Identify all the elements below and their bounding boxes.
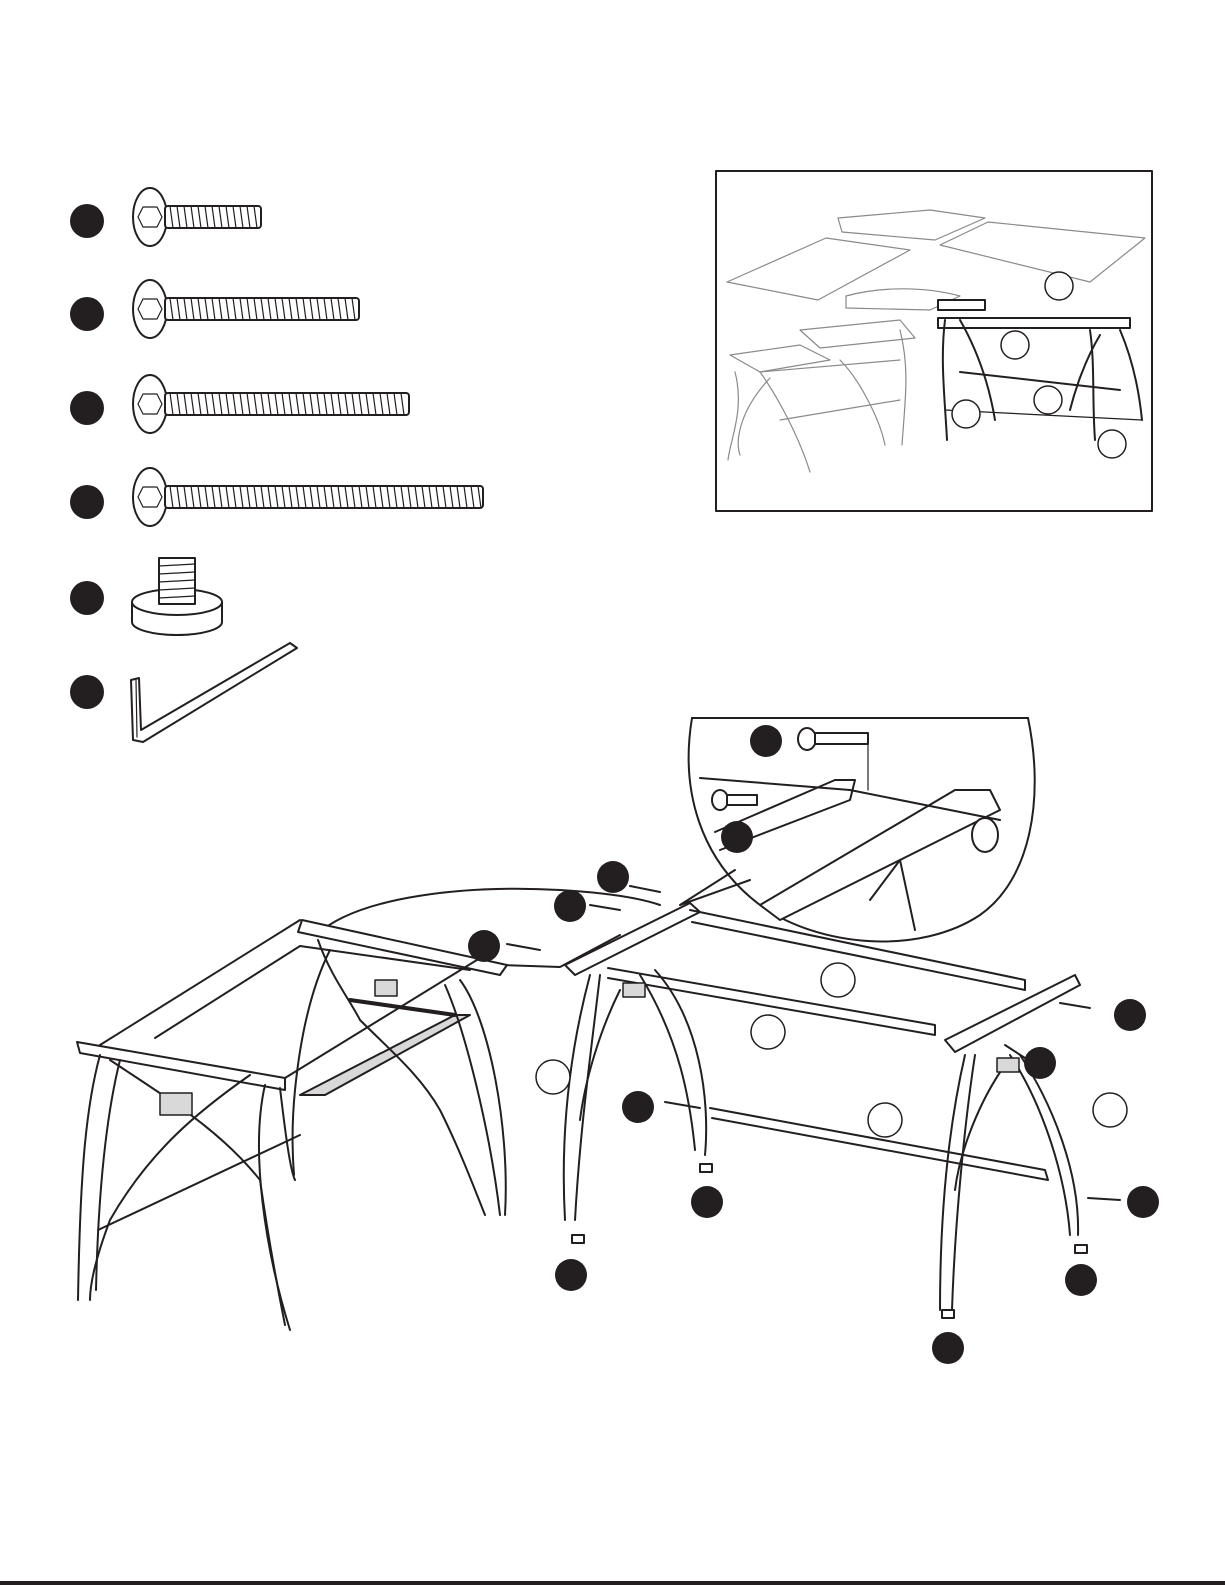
- part-marker: [70, 581, 104, 615]
- hardware-item-bolt-long: [70, 375, 409, 433]
- callout-marker: [1034, 386, 1062, 414]
- overview-glass-tops: [727, 210, 1145, 310]
- part-marker: [1114, 999, 1146, 1031]
- callout-marker: [1093, 1093, 1127, 1127]
- hardware-item-leveling-foot: [70, 558, 222, 635]
- part-marker: [70, 675, 104, 709]
- part-marker: [721, 821, 753, 853]
- callout-marker: [1001, 331, 1029, 359]
- overview-inset: [716, 171, 1152, 511]
- callout-marker: [821, 963, 855, 997]
- part-marker: [70, 391, 104, 425]
- part-marker: [554, 890, 586, 922]
- hardware-item-allen-key: [70, 643, 297, 742]
- part-marker: [70, 485, 104, 519]
- part-marker: [932, 1332, 964, 1364]
- callout-marker: [868, 1103, 902, 1137]
- part-marker: [691, 1186, 723, 1218]
- callout-marker: [536, 1060, 570, 1094]
- overview-left-frame: [728, 320, 915, 472]
- left-table-frame: [77, 920, 507, 1330]
- bolt-short-icon: [133, 188, 261, 246]
- main-assembly: [77, 861, 1159, 1364]
- part-marker: [622, 1091, 654, 1123]
- detail-magnifier: [680, 718, 1035, 941]
- leveling-foot-icon: [132, 558, 222, 635]
- hardware-item-bolt-medium: [70, 280, 359, 338]
- bolt-long-icon: [133, 375, 409, 433]
- callout-marker: [751, 1015, 785, 1049]
- part-marker: [468, 930, 500, 962]
- hardware-list: [70, 188, 483, 742]
- part-marker: [1065, 1264, 1097, 1296]
- bolt-medium-icon: [133, 280, 359, 338]
- page-bottom-rule: [0, 1581, 1225, 1585]
- part-marker: [597, 861, 629, 893]
- allen-key-icon: [131, 643, 297, 742]
- bolt-extra-long-icon: [133, 468, 483, 526]
- main-feet: [572, 1164, 1087, 1318]
- part-marker: [70, 297, 104, 331]
- hardware-item-bolt-short: [70, 188, 261, 246]
- callout-marker: [952, 400, 980, 428]
- part-marker: [70, 204, 104, 238]
- hardware-item-bolt-extra-long: [70, 468, 483, 526]
- part-marker: [750, 725, 782, 757]
- callout-marker: [1045, 272, 1073, 300]
- part-marker: [555, 1259, 587, 1291]
- part-marker: [1024, 1047, 1056, 1079]
- callout-marker: [1098, 430, 1126, 458]
- part-marker: [1127, 1186, 1159, 1218]
